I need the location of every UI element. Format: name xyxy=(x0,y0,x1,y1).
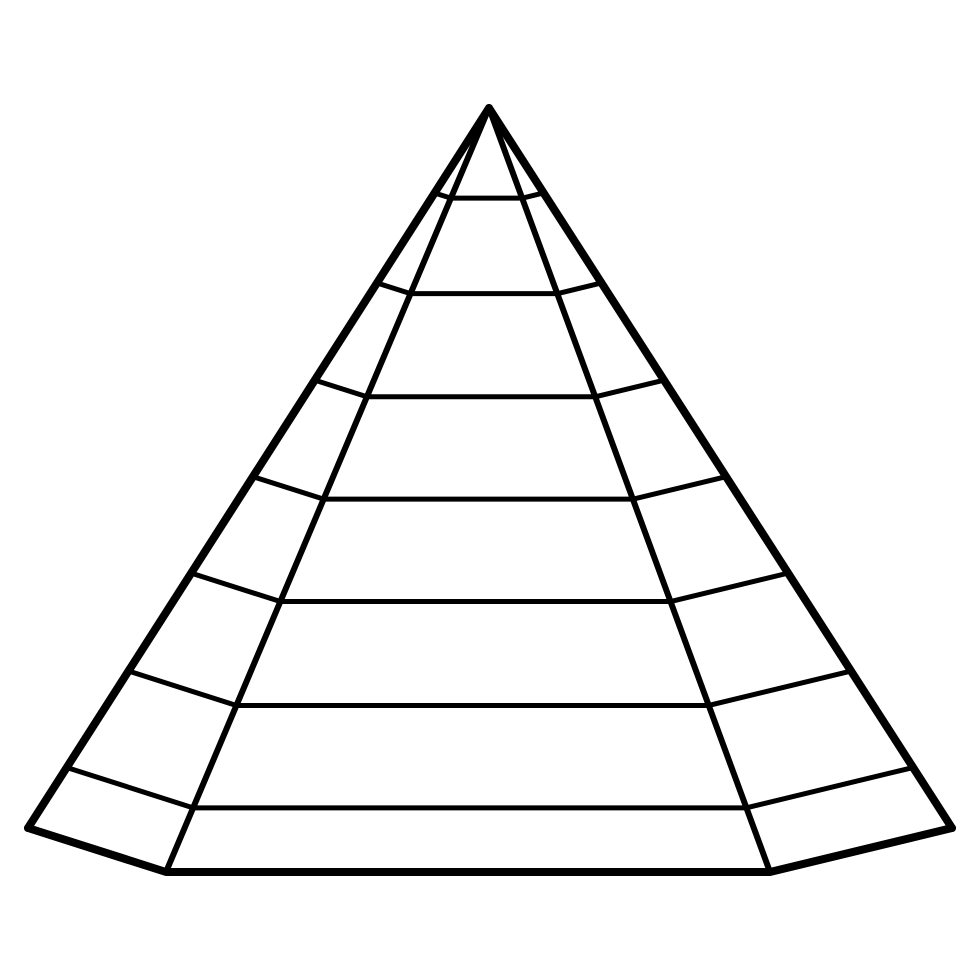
front-left-edge xyxy=(163,105,492,875)
base-outline xyxy=(24,824,956,876)
outer-right-edge xyxy=(485,104,956,832)
outer-left-edge xyxy=(24,104,493,832)
tier-divider-1 xyxy=(432,190,547,201)
pyramid xyxy=(24,104,956,876)
front-right-edge xyxy=(486,105,773,875)
tier-divider-2 xyxy=(374,280,605,297)
tier-divider-7 xyxy=(64,765,916,811)
tier-divider-4 xyxy=(250,474,729,502)
tier-divider-5 xyxy=(188,570,791,605)
tier-divider-6 xyxy=(125,668,854,708)
tier-divider-3 xyxy=(312,377,667,400)
